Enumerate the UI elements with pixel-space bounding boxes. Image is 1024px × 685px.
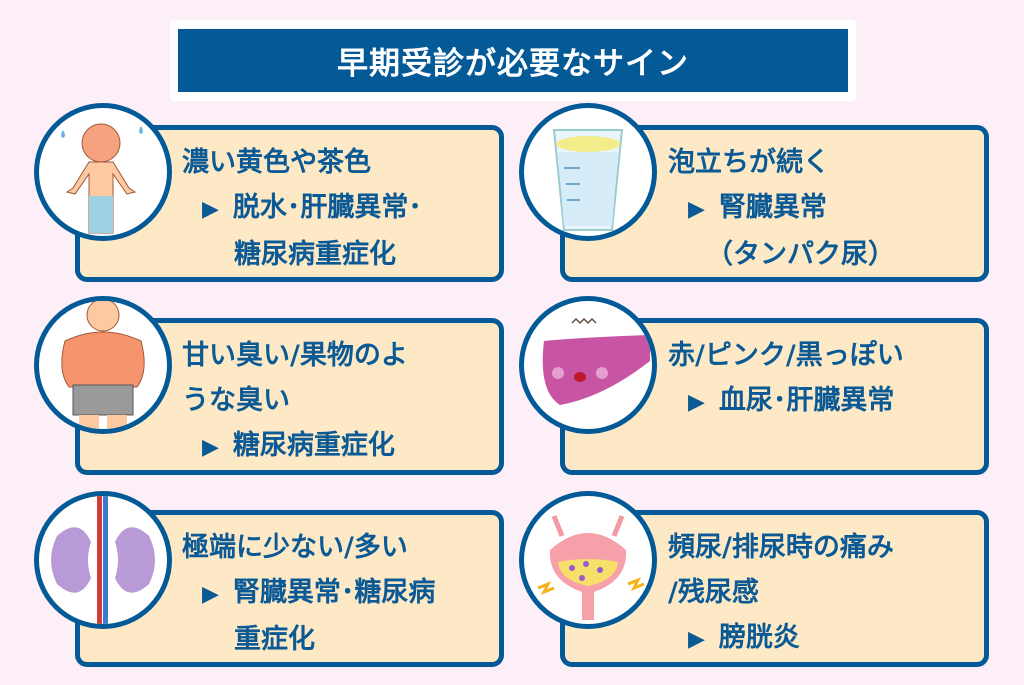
symptom-line: 甘い臭い/果物のよ [182,340,408,371]
symptom-line: 極端に少ない/多い [182,532,408,563]
result-line: ▶ 膀胱炎 [668,615,894,662]
arrow-icon: ▶ [688,390,705,415]
symptom-line: 濃い黄色や茶色 [182,147,371,178]
sign-text: 泡立ちが続く ▶ 腎臓異常 （タンパク尿） [668,140,895,277]
result-line: ▶ 脱水･肝臓異常･ [182,185,422,232]
arrow-icon: ▶ [202,435,219,460]
result-text: （タンパク尿） [706,239,895,270]
result-text: 膀胱炎 [718,622,800,653]
bladder-icon [519,491,657,629]
sign-text: 極端に少ない/多い ▶ 腎臓異常･糖尿病 重症化 [182,525,435,662]
result-text: 腎臓異常･糖尿病 [232,577,436,608]
symptom-line: 泡立ちが続く [668,147,830,178]
overweight-person-icon [34,296,172,434]
dehydrated-person-icon [34,103,172,241]
title-banner: 早期受診が必要なサイン [170,20,856,101]
symptom-line: /残尿感 [668,577,759,608]
arrow-icon: ▶ [202,582,219,607]
result-line: ▶ 血尿･肝臓異常 [668,378,904,425]
liver-icon [519,296,657,434]
result-text: 糖尿病重症化 [234,239,396,270]
arrow-icon: ▶ [688,197,705,222]
symptom-line: うな臭い [182,385,290,416]
foamy-urine-cup-icon [519,103,657,241]
symptom-line: 赤/ピンク/黒っぽい [668,340,904,371]
sign-text: 頻尿/排尿時の痛み /残尿感 ▶ 膀胱炎 [668,525,894,662]
arrow-icon: ▶ [688,627,705,652]
result-text: 腎臓異常 [718,192,827,223]
sign-text: 甘い臭い/果物のよ うな臭い ▶ 糖尿病重症化 [182,333,408,470]
sign-text: 濃い黄色や茶色 ▶ 脱水･肝臓異常･ 糖尿病重症化 [182,140,422,277]
page-title: 早期受診が必要なサイン [178,29,848,92]
symptom-line: 頻尿/排尿時の痛み [668,532,894,563]
result-line: ▶ 腎臓異常 [668,185,895,232]
sign-text: 赤/ピンク/黒っぽい ▶ 血尿･肝臓異常 [668,333,904,425]
result-text: 血尿･肝臓異常 [718,385,895,416]
kidneys-icon [34,491,172,629]
result-text: 脱水･肝臓異常･ [232,192,422,223]
result-text: 糖尿病重症化 [232,430,395,461]
result-text: 重症化 [234,624,315,655]
result-line: ▶ 腎臓異常･糖尿病 [182,570,435,617]
result-line: ▶ 糖尿病重症化 [182,423,408,470]
arrow-icon: ▶ [202,197,219,222]
